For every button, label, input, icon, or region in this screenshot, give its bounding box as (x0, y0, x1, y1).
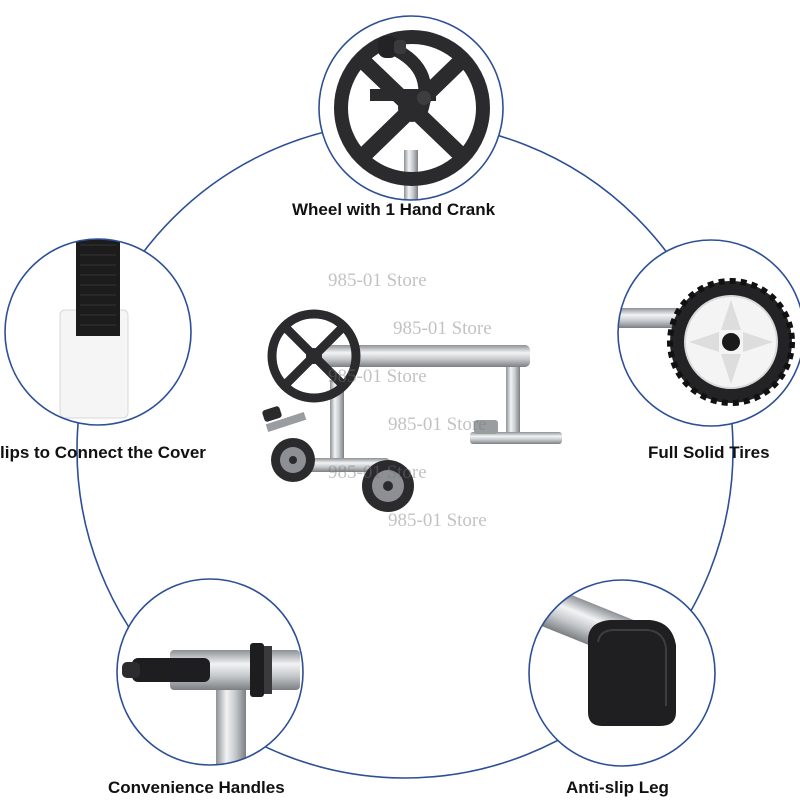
crank-wheel-feature (318, 15, 504, 201)
anti-slip-leg-feature (528, 579, 716, 767)
handle-feature (116, 578, 304, 766)
solid-tire-feature (617, 239, 800, 427)
label-anti-slip-leg: Anti-slip Leg (566, 778, 669, 797)
watermark: 985-01 Store (328, 366, 427, 387)
label-convenience-handles: Convenience Handles (108, 778, 285, 797)
watermark: 985-01 Store (328, 462, 427, 483)
pool-cover-reel-icon (262, 309, 562, 512)
watermark: 985-01 Store (388, 414, 487, 435)
velcro-strap-icon (59, 239, 129, 419)
label-cover-clips: lips to Connect the Cover (0, 443, 206, 462)
handle-icon (122, 643, 300, 765)
watermark: 985-01 Store (328, 270, 427, 291)
cover-clip-feature (4, 238, 192, 426)
label-wheel-hand-crank: Wheel with 1 Hand Crank (292, 200, 496, 219)
solid-tire-icon (618, 278, 795, 406)
watermark: 985-01 Store (393, 318, 492, 339)
label-full-solid-tires: Full Solid Tires (648, 443, 770, 462)
watermark: 985-01 Store (388, 510, 487, 531)
crank-wheel-icon (334, 30, 490, 200)
anti-slip-leg-icon (538, 588, 676, 726)
